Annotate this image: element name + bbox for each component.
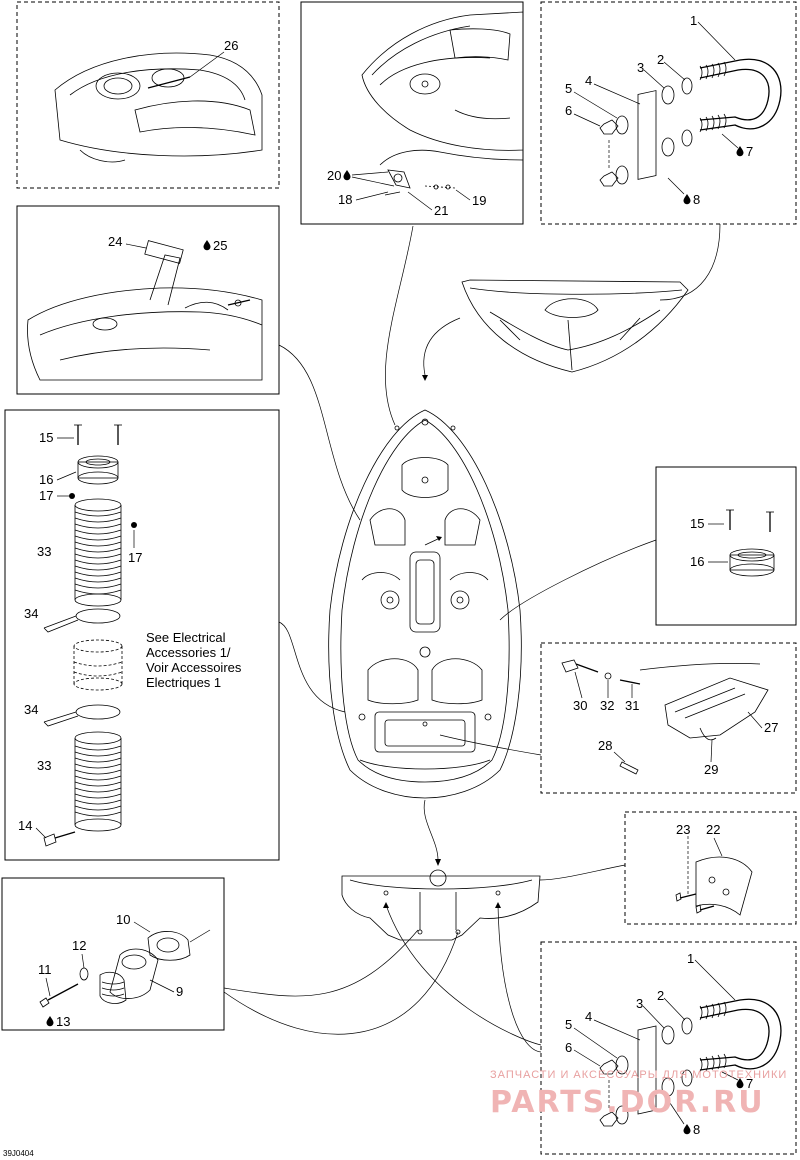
label-28: 28 xyxy=(598,738,612,753)
label-1-top: 1 xyxy=(690,13,697,28)
label-25: 25 xyxy=(213,238,227,253)
label-34-upper: 34 xyxy=(24,606,38,621)
watermark-tagline: ЗАПЧАСТИ И АКСЕССУАРЫ ДЛЯ МОТОТЕХНИКИ xyxy=(490,1069,787,1081)
label-3-bottom: 3 xyxy=(636,996,643,1011)
label-33-upper: 33 xyxy=(37,544,51,559)
label-17-right: 17 xyxy=(128,550,142,565)
label-8-top: 8 xyxy=(693,192,700,207)
label-6-top: 6 xyxy=(565,103,572,118)
label-18: 18 xyxy=(338,192,352,207)
u-bolt-top-illustration xyxy=(599,58,782,187)
label-26: 26 xyxy=(224,38,238,53)
drain-plug-illustration xyxy=(39,929,211,1008)
watermark-logo: PARTS.DOR.RU xyxy=(490,1085,765,1120)
note-line-4: Electriques 1 xyxy=(146,675,221,690)
connector-lines xyxy=(223,223,721,1053)
label-4-bottom: 4 xyxy=(585,1009,592,1024)
label-33-lower: 33 xyxy=(37,758,51,773)
label-21: 21 xyxy=(434,203,448,218)
label-8-bottom: 8 xyxy=(693,1122,700,1137)
label-10: 10 xyxy=(116,912,130,927)
label-2-top: 2 xyxy=(657,52,664,67)
label-17-left: 17 xyxy=(39,488,53,503)
label-4-top: 4 xyxy=(585,73,592,88)
inset-box-bilge-hose xyxy=(4,409,280,861)
label-22: 22 xyxy=(706,822,720,837)
label-16-right: 16 xyxy=(690,554,704,569)
label-31: 31 xyxy=(625,698,639,713)
transom-illustration xyxy=(341,869,541,941)
inset-box-footrest xyxy=(540,642,797,794)
note-line-2: Accessories 1/ xyxy=(146,645,231,660)
label-15-left: 15 xyxy=(39,430,53,445)
label-1-bottom: 1 xyxy=(687,951,694,966)
label-6-bottom: 6 xyxy=(565,1040,572,1055)
inset-box-bracket xyxy=(624,811,797,925)
inset-box-drain-plug xyxy=(1,877,225,1031)
label-15-right: 15 xyxy=(690,516,704,531)
label-7-top: 7 xyxy=(746,144,753,159)
label-5-top: 5 xyxy=(565,81,572,96)
note-line-1: See Electrical xyxy=(146,630,226,645)
note-line-3: Voir Accessoires xyxy=(146,660,242,675)
storage-cover-illustration xyxy=(27,240,263,381)
drawing-code: 39J0404 xyxy=(3,1149,34,1158)
label-29: 29 xyxy=(704,762,718,777)
label-19: 19 xyxy=(472,193,486,208)
label-11: 11 xyxy=(38,962,52,977)
inset-box-u-bolt-top xyxy=(540,1,797,225)
main-hull-illustration xyxy=(328,409,522,799)
label-27: 27 xyxy=(764,720,778,735)
label-12: 12 xyxy=(72,938,86,953)
bracket-illustration xyxy=(675,836,753,916)
inset-box-u-bolt-bottom xyxy=(540,941,797,1155)
label-3-top: 3 xyxy=(637,60,644,75)
footrest-illustration xyxy=(561,659,769,775)
dashboard-illustration xyxy=(54,51,263,163)
label-34-lower: 34 xyxy=(24,702,38,717)
vent-right-illustration xyxy=(726,509,775,577)
label-9: 9 xyxy=(176,984,183,999)
label-20: 20 xyxy=(327,168,341,183)
label-16-left: 16 xyxy=(39,472,53,487)
label-2-bottom: 2 xyxy=(657,988,664,1003)
bow-illustration xyxy=(361,11,524,196)
u-bolt-bottom-illustration xyxy=(599,998,782,1127)
inset-box-bow xyxy=(300,1,524,225)
label-14: 14 xyxy=(18,818,32,833)
label-32: 32 xyxy=(600,698,614,713)
label-13: 13 xyxy=(56,1014,70,1029)
note-electrical-accessories: See Electrical Accessories 1/ Voir Acces… xyxy=(146,630,242,690)
label-5-bottom: 5 xyxy=(565,1017,572,1032)
label-30: 30 xyxy=(573,698,587,713)
hull-section-illustration xyxy=(461,279,689,373)
inset-box-dashboard xyxy=(16,1,280,189)
label-24: 24 xyxy=(108,234,122,249)
label-7-bottom: 7 xyxy=(746,1076,753,1091)
bilge-hose-illustration xyxy=(43,424,137,847)
inset-box-vent xyxy=(655,466,797,626)
inset-box-storage-cover xyxy=(16,205,280,395)
label-23: 23 xyxy=(676,822,690,837)
